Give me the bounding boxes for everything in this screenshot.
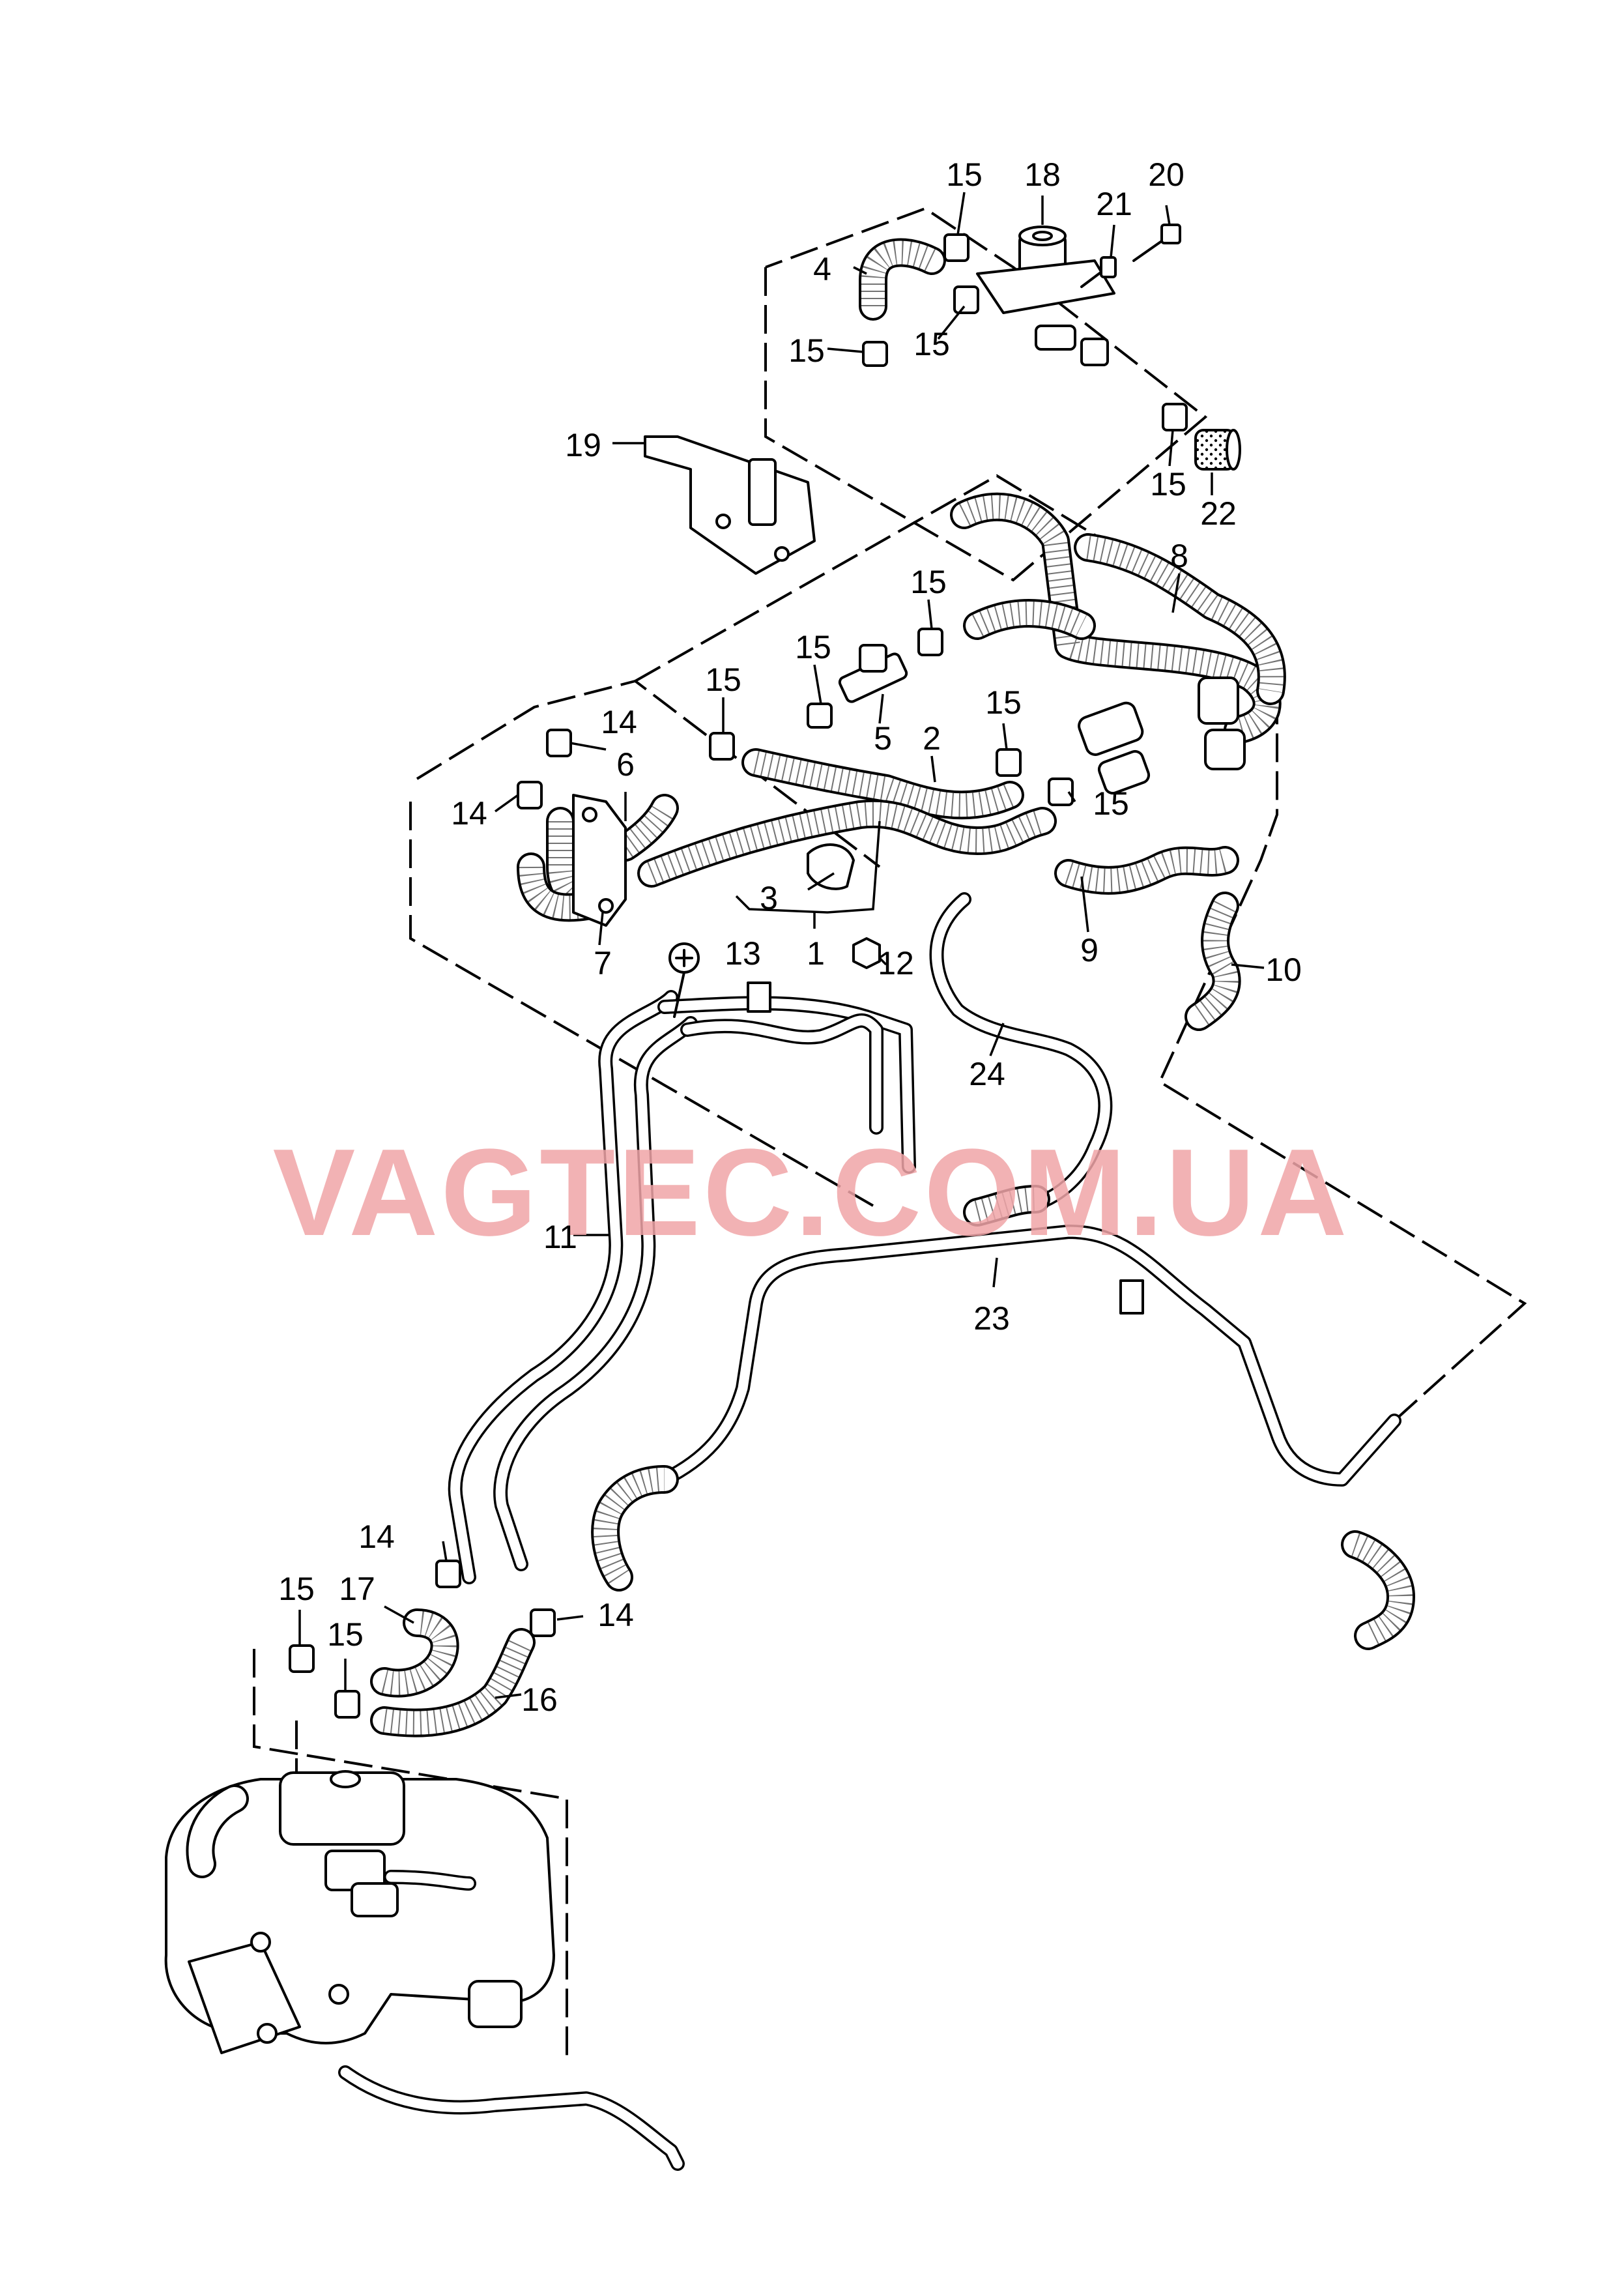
callout-3: 3 bbox=[760, 880, 778, 916]
callout-15: 15 bbox=[278, 1571, 315, 1607]
hose-clips bbox=[289, 233, 1188, 1719]
pipe-11-clip bbox=[747, 981, 771, 1013]
valve-18 bbox=[976, 225, 1115, 366]
hose-23-right bbox=[1341, 1530, 1415, 1650]
callout-23: 23 bbox=[973, 1300, 1010, 1337]
callout-19: 19 bbox=[565, 427, 601, 463]
callout-18: 18 bbox=[1024, 156, 1061, 193]
callout-15: 15 bbox=[705, 661, 741, 698]
callout-14: 14 bbox=[601, 704, 637, 740]
heater-unit bbox=[164, 1770, 685, 2171]
callout-15: 15 bbox=[910, 564, 947, 600]
callout-10: 10 bbox=[1265, 952, 1302, 988]
outline-heater-left bbox=[409, 802, 874, 1207]
callout-24: 24 bbox=[969, 1056, 1005, 1092]
hose-24-end bbox=[963, 1185, 1050, 1227]
callout-15: 15 bbox=[1150, 466, 1186, 502]
connector-5 bbox=[838, 644, 908, 703]
hose-10 bbox=[1185, 892, 1241, 1031]
bolt-21 bbox=[1080, 256, 1117, 288]
callout-15: 15 bbox=[1093, 785, 1129, 822]
callout-11: 11 bbox=[543, 1219, 577, 1255]
hose-9 bbox=[1054, 846, 1239, 895]
callout-15: 15 bbox=[985, 684, 1022, 721]
outline-valve-group bbox=[764, 207, 1208, 582]
callout-9: 9 bbox=[1080, 932, 1099, 968]
hose-16 bbox=[370, 1628, 536, 1737]
watermark-text: VAGTEC.COM.UA bbox=[273, 1124, 1350, 1262]
callout-22: 22 bbox=[1200, 495, 1237, 532]
pipe-24 bbox=[929, 892, 1113, 1213]
hose-2 bbox=[637, 748, 1057, 888]
callout-15: 15 bbox=[946, 156, 983, 193]
callout-labels: 15 18 20 21 4 15 15 19 15 22 8 15 15 15 … bbox=[278, 156, 1302, 1718]
pipe-23-bracket bbox=[1119, 1279, 1144, 1315]
clip-3 bbox=[807, 843, 855, 890]
callout-15: 15 bbox=[788, 332, 825, 369]
callout-17: 17 bbox=[339, 1571, 375, 1607]
callout-20: 20 bbox=[1148, 156, 1185, 193]
callout-2: 2 bbox=[923, 720, 941, 757]
bracket-19 bbox=[644, 435, 816, 575]
hose-6 bbox=[611, 794, 679, 862]
callout-1: 1 bbox=[807, 935, 825, 972]
callout-21: 21 bbox=[1096, 186, 1132, 222]
callout-4: 4 bbox=[813, 251, 831, 287]
heater-flange-7 bbox=[572, 794, 627, 927]
callout-14: 14 bbox=[597, 1597, 634, 1633]
pipe-23 bbox=[657, 1225, 1401, 1487]
callout-6: 6 bbox=[616, 746, 635, 783]
leader-lines bbox=[298, 192, 1265, 1699]
bulkhead-connectors bbox=[1078, 676, 1246, 795]
callout-8: 8 bbox=[1170, 538, 1188, 574]
callout-15: 15 bbox=[913, 326, 950, 362]
hose-17 bbox=[370, 1608, 459, 1698]
callout-7: 7 bbox=[594, 945, 612, 981]
callout-14: 14 bbox=[358, 1519, 395, 1555]
hose-8 bbox=[950, 492, 1286, 744]
callout-15: 15 bbox=[795, 629, 831, 665]
callout-15: 15 bbox=[327, 1616, 364, 1653]
callout-5: 5 bbox=[874, 720, 892, 757]
outline-bottom-right bbox=[295, 1721, 477, 1851]
hose-4 bbox=[859, 238, 946, 321]
outline-bottom-left bbox=[253, 1649, 568, 2059]
callout-12: 12 bbox=[878, 945, 914, 981]
callout-14: 14 bbox=[451, 795, 487, 832]
plug-22 bbox=[1194, 429, 1241, 471]
rivet-13 bbox=[668, 942, 700, 1018]
outline-main-hose-group bbox=[635, 474, 1527, 1422]
callout-13: 13 bbox=[725, 935, 761, 972]
hose-23-left bbox=[591, 1465, 679, 1591]
tap-12 bbox=[852, 937, 881, 969]
pipe-11 bbox=[448, 981, 916, 1584]
screw-20 bbox=[1132, 224, 1181, 262]
callout-16: 16 bbox=[521, 1681, 558, 1718]
